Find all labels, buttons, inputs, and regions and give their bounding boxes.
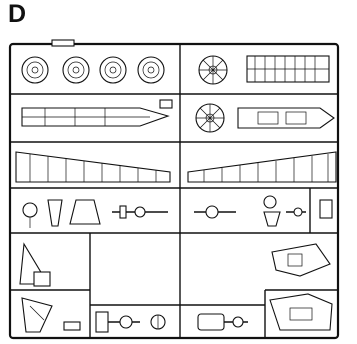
small-tab-part — [159, 99, 173, 109]
linkage-part-3 — [69, 199, 101, 225]
linkage-part-8 — [319, 199, 333, 219]
sprue-letter-label: D — [8, 0, 27, 28]
wheel-part-2 — [62, 56, 90, 84]
spoked-wheel-part — [198, 55, 228, 85]
arched-side-panel-right — [187, 151, 337, 183]
axle-part-2 — [150, 314, 166, 330]
cabin-part — [269, 293, 333, 331]
grille-part — [246, 55, 330, 83]
long-beam-part — [21, 107, 170, 127]
arched-side-panel-left — [15, 151, 171, 183]
wheel-part-1 — [21, 56, 49, 84]
linkage-part-5 — [194, 205, 236, 219]
linkage-part-7 — [286, 207, 306, 217]
linkage-part-2 — [47, 199, 63, 227]
axle-part-3 — [197, 313, 248, 331]
sprue-tab — [51, 39, 75, 47]
spoked-wheel-part-2 — [195, 103, 225, 133]
linkage-part-1 — [22, 202, 38, 228]
linkage-part-6 — [263, 195, 281, 227]
engine-part — [271, 243, 331, 277]
wheel-part-4 — [137, 56, 165, 84]
axle-part-1 — [95, 311, 140, 333]
small-block-part — [63, 321, 81, 331]
triangular-frame-part-1 — [19, 242, 51, 287]
chassis-part — [237, 107, 335, 129]
sprue-outer-frame — [8, 42, 340, 340]
linkage-part-4 — [112, 205, 168, 219]
wheel-part-3 — [99, 56, 127, 84]
triangular-frame-part-2 — [21, 297, 53, 333]
